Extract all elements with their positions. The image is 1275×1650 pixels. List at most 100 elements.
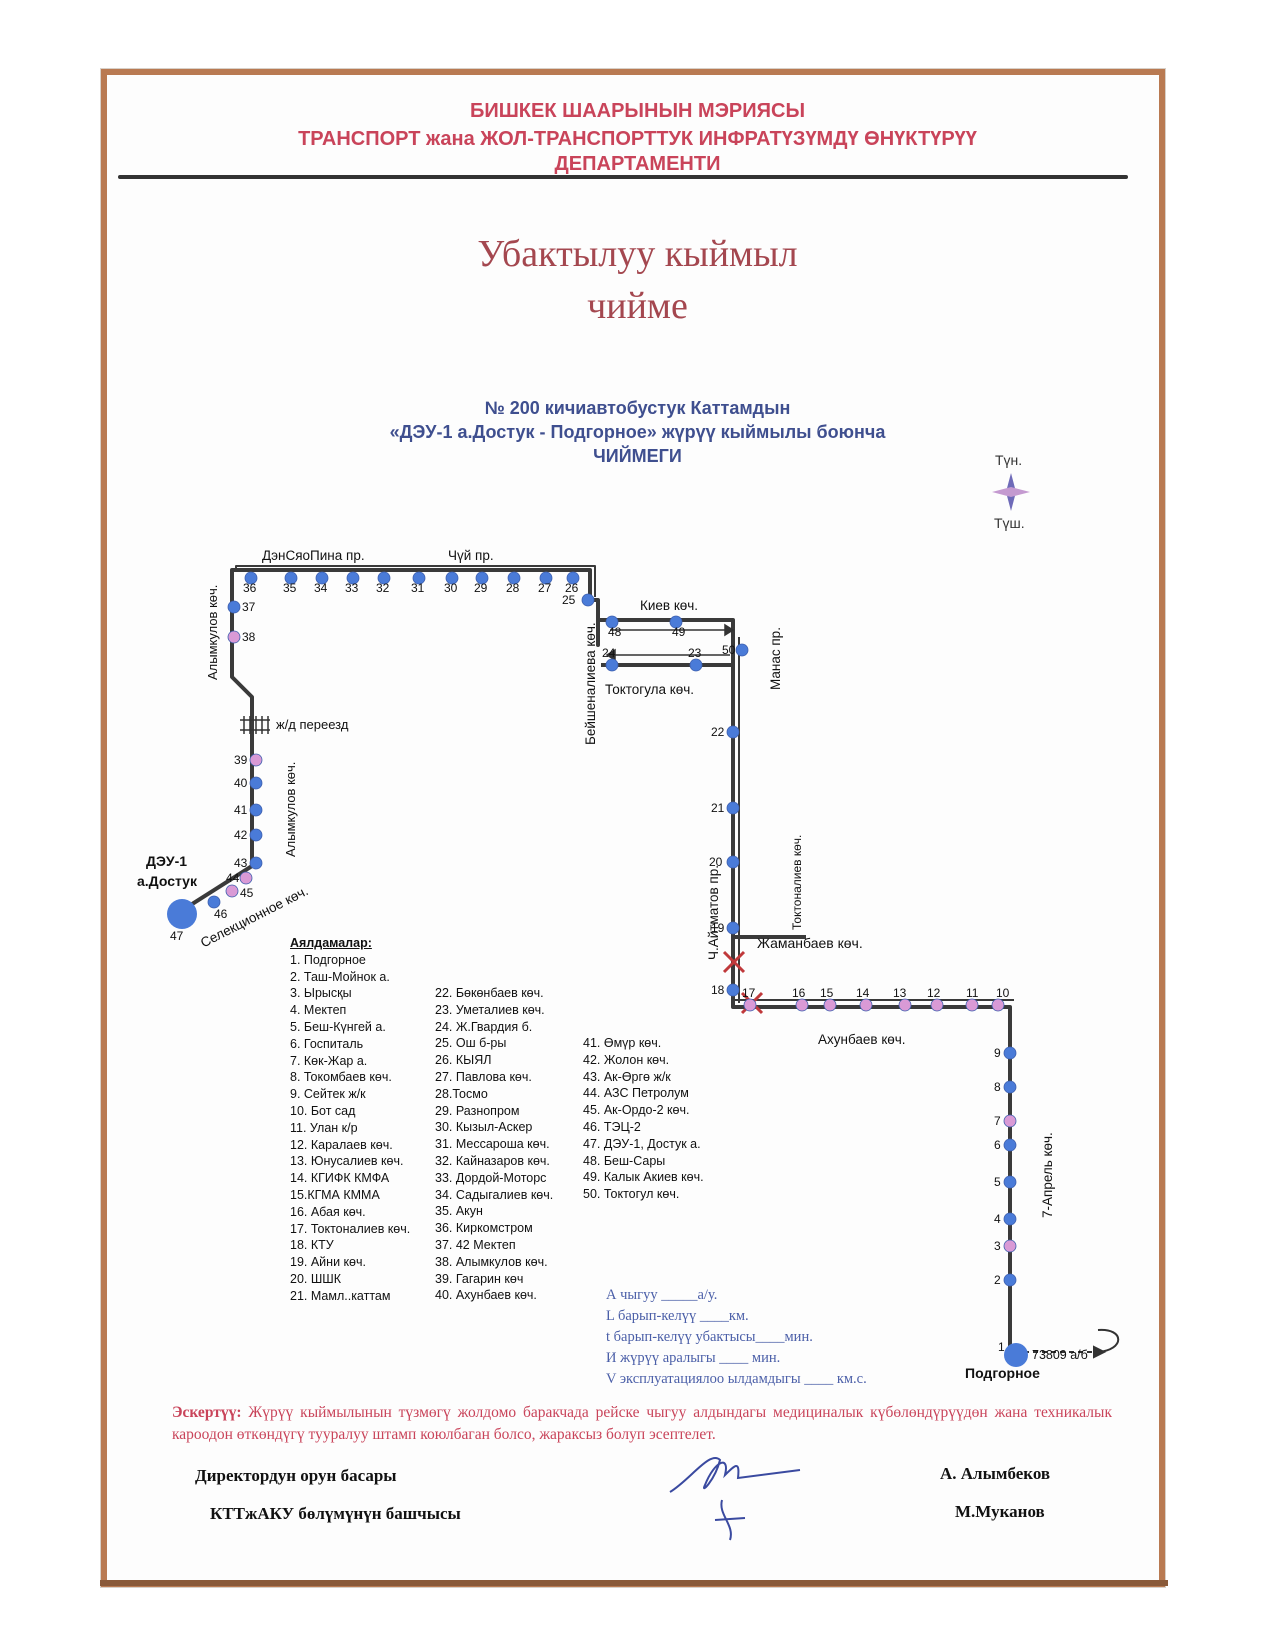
- stop-list-item: 42. Жолон көч.: [583, 1052, 670, 1067]
- stop-number-label: 34: [314, 581, 328, 595]
- stop-marker: [859, 998, 873, 1012]
- stop-marker: [735, 643, 749, 657]
- stop-marker: [605, 658, 619, 672]
- stop-number-label: 36: [243, 581, 257, 595]
- stop-marker: [991, 998, 1005, 1012]
- stop-list-item: 11. Улан к/р: [290, 1120, 358, 1135]
- handwritten-signature: [669, 1457, 801, 1541]
- stop-marker: [239, 871, 253, 885]
- street-label-alymkulov-top: Алымкулов көч.: [205, 584, 220, 680]
- stop-number-label: 28: [506, 581, 520, 595]
- stop-marker: [823, 998, 837, 1012]
- stop-list-item: 44. АЗС Петролум: [583, 1086, 689, 1101]
- stop-marker: [1003, 1138, 1017, 1152]
- stop-marker: [445, 571, 459, 585]
- stop-list-item: 24. Ж.Гвардия б.: [435, 1019, 533, 1034]
- stop-list-item: 33. Дордой-Моторс: [435, 1170, 547, 1185]
- stop-marker: [898, 998, 912, 1012]
- stop-list-item: 47. ДЭУ-1, Достук а.: [583, 1136, 701, 1151]
- metric-line: L барып-келүү ____км.: [606, 1308, 749, 1324]
- stop-number-label: 24: [602, 646, 616, 660]
- warning-note: Эскертүү: Жүрүү кыймылынын түзмөгү жолдо…: [172, 1402, 1112, 1446]
- stops-title: Аялдамалар:: [290, 936, 372, 950]
- stop-number-label: 20: [709, 855, 723, 869]
- stop-number-label: 42: [234, 828, 248, 842]
- stop-number-label: 13: [893, 986, 907, 1000]
- stops-column-3: 41. Өмүр көч.42. Жолон көч.43. Ак-Өргө ж…: [583, 1035, 704, 1203]
- stop-marker: [689, 658, 703, 672]
- stop-number-label: 7: [994, 1114, 1001, 1128]
- terminal-start-marker: [167, 899, 197, 929]
- stop-list-item: 40. Ахунбаев көч.: [435, 1288, 537, 1303]
- stop-marker: [249, 856, 263, 870]
- stop-list-item: 49. Калык Акиев көч.: [583, 1170, 704, 1185]
- stop-number-label: 5: [994, 1175, 1001, 1189]
- street-label-railway: ж/д переезд: [276, 717, 349, 732]
- stop-list-item: 15.КГМА КММА: [290, 1187, 380, 1202]
- stop-number-label: 37: [242, 600, 256, 614]
- stop-list-item: 20. ШШК: [290, 1271, 342, 1286]
- stop-list-item: 31. Мессароша көч.: [435, 1137, 550, 1152]
- street-label-april7: 7-Апрель көч.: [1040, 1132, 1055, 1218]
- stop-number-label: 22: [711, 725, 725, 739]
- route-metrics: А чыгуу _____а/у. L барып-келүү ____км.t …: [606, 1285, 867, 1390]
- street-label-garage: 73809 а/б: [1032, 1348, 1088, 1362]
- header-line-3: ДЕПАРТАМЕНТИ: [554, 153, 721, 175]
- title-line-1: Убактылуу кыймыл: [477, 233, 798, 275]
- stop-marker: [1003, 1212, 1017, 1226]
- stop-marker: [284, 571, 298, 585]
- stop-number-label: 14: [856, 986, 870, 1000]
- street-label-kiev: Киев көч.: [640, 598, 699, 613]
- stop-marker: [1003, 1114, 1017, 1128]
- street-label-akhunbaev: Ахунбаев көч.: [818, 1032, 906, 1047]
- stop-number-label: 9: [994, 1046, 1001, 1060]
- stop-marker: [726, 983, 740, 997]
- stop-number-label: 23: [688, 646, 702, 660]
- stop-number-label: 47: [170, 929, 184, 943]
- stop-number-label: 38: [242, 630, 256, 644]
- note-label: Эскертүү:: [172, 1404, 242, 1421]
- stop-marker: [930, 998, 944, 1012]
- stop-marker: [227, 600, 241, 614]
- table-edge: [100, 1580, 1168, 1586]
- stop-number-label: 8: [994, 1080, 1001, 1094]
- terminal-label: Подгорное: [965, 1365, 1040, 1381]
- stop-list-item: 22. Бөкөнбаев көч.: [435, 986, 544, 1000]
- stop-marker: [743, 998, 757, 1012]
- stop-list-item: 35. Акун: [435, 1204, 483, 1219]
- compass-icon: [992, 473, 1030, 511]
- stop-marker: [244, 571, 258, 585]
- title-line-2: чийме: [587, 285, 688, 327]
- closed-road-icon: [722, 950, 764, 1015]
- stop-marker: [726, 921, 740, 935]
- stop-number-label: 15: [820, 986, 834, 1000]
- stop-list-item: 48. Беш-Сары: [583, 1153, 666, 1168]
- stop-marker: [566, 571, 580, 585]
- stop-marker: [581, 593, 595, 607]
- stop-marker: [346, 571, 360, 585]
- stop-number-label: 43: [234, 856, 248, 870]
- metric-line: t барып-келүү убактысы____мин.: [606, 1329, 813, 1345]
- stop-number-label: 35: [283, 581, 297, 595]
- signature-name-1: А. Алымбеков: [940, 1464, 1051, 1483]
- stop-number-label: 40: [234, 776, 248, 790]
- stop-list-item: 25. Ош б-ры: [435, 1036, 507, 1051]
- terminal-label: а.Достук: [137, 873, 197, 889]
- stop-list-item: 13. Юнусалиев көч.: [290, 1154, 404, 1169]
- stop-number-label: 2: [994, 1273, 1001, 1287]
- stop-list-item: 32. Кайназаров көч.: [435, 1153, 550, 1168]
- stop-marker: [726, 855, 740, 869]
- stop-marker: [249, 828, 263, 842]
- metric-line: А чыгуу _____а/у.: [606, 1287, 718, 1303]
- stop-number-label: 39: [234, 753, 248, 767]
- stop-marker: [507, 571, 521, 585]
- stop-list-item: 26. КЫЯЛ: [435, 1053, 492, 1068]
- stop-number-label: 41: [234, 803, 248, 817]
- compass-north-label: Түн.: [995, 452, 1023, 468]
- compass-south-label: Түш.: [994, 515, 1025, 531]
- stop-number-label: 48: [608, 625, 622, 639]
- direction-arrows: [605, 623, 735, 662]
- stop-number-label: 4: [994, 1212, 1001, 1226]
- terminal-label: ДЭУ-1: [146, 853, 188, 869]
